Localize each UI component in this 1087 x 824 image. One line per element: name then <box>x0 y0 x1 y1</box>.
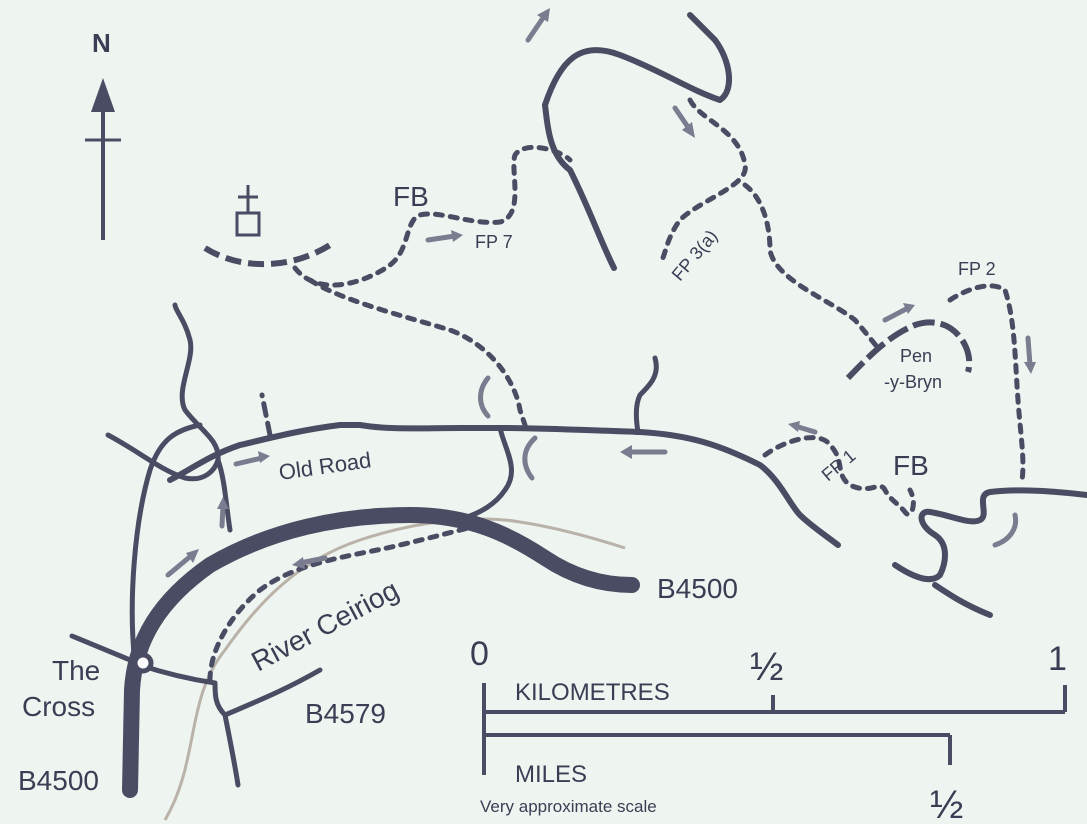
road-dead-end <box>259 392 273 438</box>
arrow-icon-fp3a <box>672 105 695 138</box>
label-pen: Pen <box>900 346 932 366</box>
b4579-south <box>222 712 241 788</box>
road-west-loop <box>105 302 221 482</box>
curve-arrow-icon-2 <box>522 435 538 481</box>
arrow-icon-old-road-west <box>620 445 668 459</box>
road-east-spur <box>932 582 993 618</box>
arrow-icon-old-road <box>233 451 270 467</box>
label-fp7: FP 7 <box>475 232 513 252</box>
scale-note: Very approximate scale <box>480 797 657 816</box>
river-ceiriog-line <box>163 517 626 821</box>
label-b4500-left: B4500 <box>18 765 99 796</box>
label-fb-top: FB <box>393 181 429 212</box>
b4500-main-road <box>122 507 640 798</box>
label-fp3a: FP 3(a) <box>668 226 722 285</box>
road-cross-north <box>129 422 203 668</box>
old-road <box>167 422 841 548</box>
road-cross-west <box>69 633 138 665</box>
b4579-road <box>137 662 323 718</box>
arrow-icon-river-path <box>292 555 328 569</box>
footpath-fp3a <box>657 97 883 353</box>
label-b4500-right: B4500 <box>657 573 738 604</box>
arrow-icon-north-top <box>525 8 550 43</box>
scale-half-km: ½ <box>750 645 783 689</box>
arrow-icon-fp1 <box>788 421 818 435</box>
scale-miles-label: MILES <box>515 761 587 788</box>
label-y-bryn: -y-Bryn <box>884 372 942 392</box>
route-arrow-icons <box>165 8 1036 578</box>
road-north-spur <box>633 355 659 435</box>
footpath-fp2 <box>947 283 1026 483</box>
scale-zero: 0 <box>470 635 489 673</box>
arrow-icon-fp2-down <box>1024 335 1036 374</box>
road-to-b4500 <box>467 425 514 519</box>
curve-arrow-icon-3 <box>992 512 1019 548</box>
footpath-fp7 <box>292 144 573 288</box>
scale-km-label: KILOMETRES <box>515 679 670 706</box>
the-cross-junction <box>132 652 154 674</box>
scale-one-km: 1 <box>1048 640 1067 678</box>
footpath-river <box>207 522 483 683</box>
road-north-down <box>542 102 617 271</box>
scale-bar <box>482 683 1067 775</box>
arrow-icon-b4500-up <box>165 549 199 578</box>
north-arrow-icon <box>85 78 121 240</box>
churchyard-boundary <box>203 242 332 268</box>
pen-y-bryn-boundary <box>845 319 973 381</box>
label-fb-right: FB <box>893 450 929 481</box>
arrow-icon-junction-up <box>217 497 229 529</box>
footpath-church-south <box>307 277 528 428</box>
north-label: N <box>92 28 111 58</box>
label-fp1: FP 1 <box>818 446 860 486</box>
scale-half-mile: ½ <box>930 783 963 824</box>
road-east <box>892 487 1087 583</box>
road-north-winding <box>542 12 733 108</box>
road-junction-link <box>215 457 233 533</box>
label-cross: Cross <box>22 691 95 722</box>
arrow-icon-fp7 <box>425 230 463 243</box>
curve-arrow-icon-1 <box>478 375 491 419</box>
footpath-fp1 <box>762 435 916 517</box>
arrow-icon-fp2 <box>882 303 915 323</box>
church-icon <box>235 185 261 237</box>
label-b4579: B4579 <box>305 698 386 729</box>
label-old-road: Old Road <box>277 447 373 485</box>
label-river-ceiriog: River Ceiriog <box>246 574 403 677</box>
label-fp2: FP 2 <box>958 259 996 279</box>
label-the: The <box>52 655 100 686</box>
